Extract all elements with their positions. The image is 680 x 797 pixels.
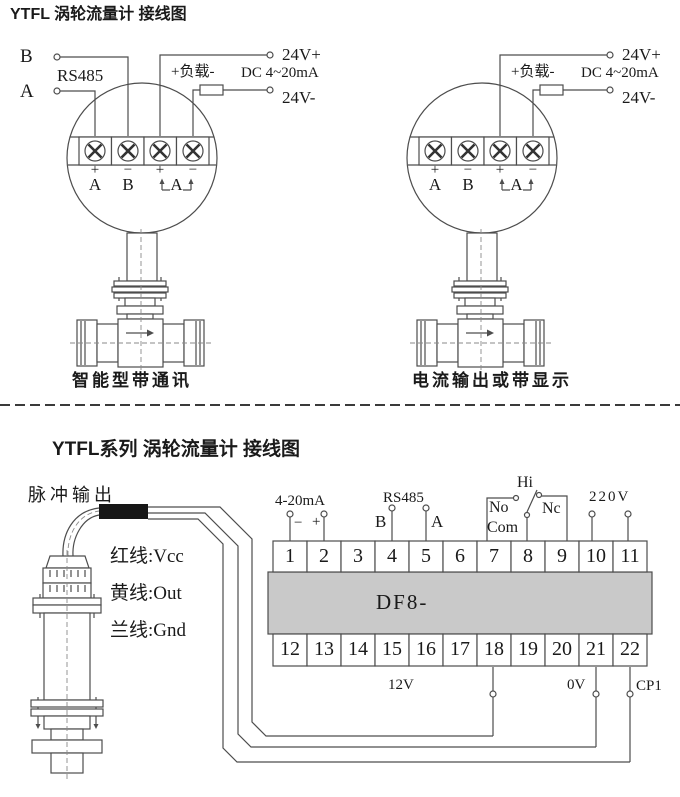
load-resistor-right — [539, 84, 564, 96]
terminal-22: 22 — [620, 638, 640, 660]
top-section-title: YTFL 涡轮流量计 接线图 — [10, 6, 187, 23]
pulse-output-label: 脉冲输出 — [28, 485, 116, 505]
left-t4-sign: − — [188, 162, 198, 178]
right-loop-label: A — [510, 175, 523, 194]
terminal-3: 3 — [353, 545, 363, 567]
current-plus-sign: + — [312, 514, 321, 530]
relay-nc-label: Nc — [542, 500, 561, 517]
terminal-4: 4 — [387, 545, 397, 567]
current-output-label: 4-20mA — [275, 493, 325, 509]
terminal-10: 10 — [586, 545, 606, 567]
left-meter-caption: 智能型带通讯 — [72, 371, 192, 390]
red-wire-label: 红线:Vcc — [110, 546, 184, 567]
terminal-19: 19 — [518, 638, 538, 660]
block-rs485-b: B — [375, 512, 387, 531]
right-t2-sign: − — [463, 162, 473, 178]
right-t1-label: A — [428, 175, 442, 194]
right-t4-sign: − — [528, 162, 538, 178]
terminal-11: 11 — [620, 545, 640, 567]
left-t2-sign: − — [123, 162, 133, 178]
terminal-screws-left — [84, 140, 204, 162]
terminal-6: 6 — [455, 545, 465, 567]
left-dc-label: DC 4~20mA — [241, 65, 319, 81]
left-t3-sign: + — [155, 162, 165, 178]
left-loop-label: A — [170, 175, 183, 194]
terminal-screws-right — [424, 140, 544, 162]
meter-right — [406, 51, 614, 373]
right-24v-pos-label: 24V+ — [622, 45, 661, 64]
terminal-13: 13 — [314, 638, 334, 660]
left-t1-label: A — [88, 175, 102, 194]
terminal-1: 1 — [285, 545, 295, 567]
rs485-a-label: A — [20, 81, 34, 102]
load-resistor-left — [199, 84, 224, 96]
right-meter-caption: 电流输出或带显示 — [412, 371, 572, 390]
current-minus-sign: − — [294, 515, 303, 531]
v12-label: 12V — [388, 677, 414, 693]
terminal-7: 7 — [489, 545, 499, 567]
blue-wire-label: 兰线:Gnd — [110, 620, 187, 641]
sensor-wires — [148, 506, 634, 763]
flowmeter-body-right — [410, 229, 553, 373]
terminal-block-body — [267, 571, 653, 635]
flowmeter-body-left — [70, 229, 213, 373]
bottom-section-title: YTFL系列 涡轮流量计 接线图 — [52, 439, 301, 460]
terminal-17: 17 — [450, 638, 470, 660]
block-model-label: DF8- — [376, 590, 429, 614]
pulse-sensor — [30, 504, 148, 780]
right-24v-neg-label: 24V- — [622, 88, 656, 107]
terminal-8: 8 — [523, 545, 533, 567]
flow-direction-arrow-left — [147, 329, 154, 337]
right-load-label: +负载- — [511, 64, 555, 80]
left-load-label: +负载- — [171, 64, 215, 80]
block-rs485-label: RS485 — [383, 490, 424, 506]
block-rs485-a: A — [431, 512, 444, 531]
terminal-5: 5 — [421, 545, 431, 567]
relay-no-label: No — [489, 499, 509, 516]
left-24v-neg-label: 24V- — [282, 88, 316, 107]
mains-label: 220V — [589, 489, 631, 505]
v0-label: 0V — [567, 677, 586, 693]
terminal-14: 14 — [348, 638, 368, 660]
terminal-block — [267, 489, 653, 667]
left-t1-sign: + — [90, 162, 100, 178]
rs485-b-label: B — [20, 46, 33, 67]
cable-sleeve — [99, 504, 148, 519]
meter-left — [53, 51, 274, 373]
terminal-12: 12 — [280, 638, 300, 660]
relay-hi-label: Hi — [517, 474, 533, 491]
terminal-15: 15 — [382, 638, 402, 660]
yellow-wire-label: 黄线:Out — [110, 583, 182, 604]
right-dc-label: DC 4~20mA — [581, 65, 659, 81]
right-t1-sign: + — [430, 162, 440, 178]
terminal-18: 18 — [484, 638, 504, 660]
terminal-20: 20 — [552, 638, 572, 660]
left-t2-label: B — [122, 175, 134, 194]
right-t2-label: B — [462, 175, 474, 194]
relay-contact — [486, 489, 568, 541]
terminal-16: 16 — [416, 638, 436, 660]
terminal-9: 9 — [557, 545, 567, 567]
right-t3-sign: + — [495, 162, 505, 178]
terminal-2: 2 — [319, 545, 329, 567]
rs485-label: RS485 — [57, 66, 104, 85]
left-24v-pos-label: 24V+ — [282, 45, 321, 64]
cp1-label: CP1 — [636, 678, 662, 694]
relay-com-label: Com — [487, 519, 519, 536]
terminal-21: 21 — [586, 638, 606, 660]
flow-direction-arrow-right — [487, 329, 494, 337]
